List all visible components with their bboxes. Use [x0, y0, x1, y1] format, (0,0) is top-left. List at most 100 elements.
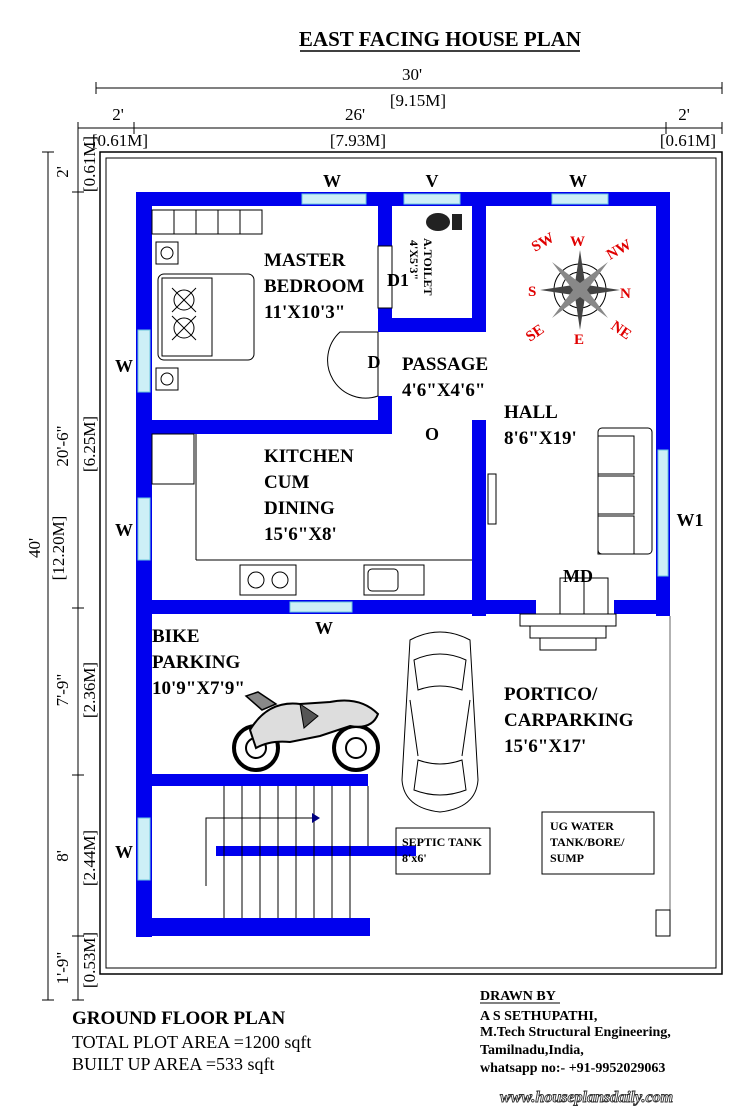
bike-parking-label-2: PARKING — [152, 652, 241, 673]
portico-label-2: CARPARKING — [504, 710, 634, 731]
left-dim-3: 7'-9" — [53, 674, 72, 707]
left-total-dim: 40' — [25, 538, 44, 558]
label-window-kitchen: W — [115, 520, 133, 540]
label-window-w1: W1 — [677, 510, 704, 530]
toilet-fixture — [426, 213, 462, 231]
label-window-kitchen-bottom: W — [315, 618, 333, 638]
compass-ne: NE — [608, 318, 634, 343]
label-opening-o: O — [425, 424, 439, 444]
left-dim-3-m: [2.36M] — [80, 662, 99, 718]
left-total-dim-m: [12.20M] — [49, 516, 68, 581]
author-name: A S SETHUPATHI, — [480, 1009, 597, 1024]
septic-tank-label: SEPTIC TANK — [402, 835, 483, 849]
master-bedroom-label-2: BEDROOM — [264, 276, 364, 297]
compass-se: SE — [523, 322, 547, 346]
window-left-kitchen — [137, 497, 151, 561]
kitchen-label-1: KITCHEN — [264, 446, 354, 467]
top-left-dim: 2' — [112, 105, 124, 124]
toilet-size: 4'X5'3" — [407, 240, 421, 280]
label-window-stair: W — [115, 842, 133, 862]
compass-e: E — [574, 332, 584, 348]
top-mid-dim-m: [7.93M] — [330, 131, 386, 150]
ug-tank-label-2: TANK/BORE/ — [550, 835, 625, 849]
ug-tank-label-1: UG WATER — [550, 819, 614, 833]
left-dim-4: 8' — [53, 850, 72, 862]
motorbike-icon — [232, 691, 380, 772]
compass-rose: SW W NW S N SE E NE — [523, 230, 634, 348]
hall-label: HALL — [504, 402, 558, 423]
ug-tank-box — [541, 811, 655, 875]
passage-label: PASSAGE — [402, 354, 488, 375]
window-left-bedroom — [137, 329, 151, 393]
compass-sw: SW — [529, 230, 557, 256]
passage-size: 4'6"X4'6" — [402, 380, 485, 401]
ventilator-top — [403, 193, 461, 205]
portico-label-1: PORTICO/ — [504, 684, 598, 705]
website-watermark: www.houseplansdaily.com — [500, 1089, 673, 1106]
ug-tank-label-3: SUMP — [550, 851, 584, 865]
author-location: Tamilnadu,India, — [480, 1043, 584, 1058]
author-contact: whatsapp no:- +91-9952029063 — [480, 1061, 665, 1076]
car-outline — [401, 631, 479, 813]
top-total-dim-m: [9.15M] — [390, 91, 446, 110]
window-left-stair — [137, 817, 151, 881]
ground-floor-heading: GROUND FLOOR PLAN — [72, 1008, 286, 1029]
label-door-d: D — [368, 352, 381, 372]
septic-tank-size: 8'x6' — [402, 851, 427, 865]
left-dim-5-m: [0.53M] — [80, 932, 99, 988]
top-mid-dim: 26' — [345, 105, 365, 124]
compass-s: S — [528, 284, 536, 300]
kitchen-fixtures — [151, 433, 497, 596]
drawn-by-heading: DRAWN BY — [480, 989, 556, 1004]
label-window-top-left: W — [323, 171, 341, 191]
portico-size: 15'6"X17' — [504, 736, 586, 757]
staircase — [205, 786, 369, 918]
windows — [137, 193, 669, 881]
window-top-right — [551, 193, 609, 205]
top-right-dim-m: [0.61M] — [660, 131, 716, 150]
master-bedroom-size: 11'X10'3" — [264, 302, 345, 323]
kitchen-label-3: DINING — [264, 498, 335, 519]
left-dim-2-m: [6.25M] — [80, 416, 99, 472]
window-top-left — [301, 193, 367, 205]
window-bottom-kitchen — [289, 601, 353, 613]
top-dimensions: 30' [9.15M] 2' [0.61M] 26' [7.93M] 2' [0… — [77, 65, 723, 150]
left-dim-1: 2' — [53, 166, 72, 178]
bike-parking-label-1: BIKE — [152, 626, 200, 647]
septic-tank-box — [395, 827, 491, 875]
left-dim-4-m: [2.44M] — [80, 830, 99, 886]
left-dim-1-m: [0.61M] — [80, 136, 99, 192]
top-total-dim: 30' — [402, 65, 422, 84]
total-plot-area: TOTAL PLOT AREA =1200 sqft — [72, 1032, 311, 1052]
top-right-dim: 2' — [678, 105, 690, 124]
hall-sofa — [597, 427, 653, 555]
room-labels: MASTER BEDROOM 11'X10'3" A.TOILET 4'X5'3… — [152, 238, 634, 865]
author-qualification: M.Tech Structural Engineering, — [480, 1025, 671, 1040]
label-ventilator: V — [426, 171, 439, 191]
plot-boundary-outer — [99, 151, 723, 975]
plot-boundary-inner — [105, 157, 717, 969]
footer: GROUND FLOOR PLAN TOTAL PLOT AREA =1200 … — [72, 989, 674, 1106]
label-window-top-right: W — [569, 171, 587, 191]
bike-parking-size: 10'9"X7'9" — [152, 678, 245, 699]
toilet-label: A.TOILET — [421, 238, 435, 295]
plan-title: EAST FACING HOUSE PLAN — [299, 27, 581, 51]
left-dimensions: 40' [12.20M] 2' [0.61M] 20'-6" [6.25M] 7… — [25, 130, 99, 1001]
built-up-area: BUILT UP AREA =533 sqft — [72, 1054, 275, 1074]
label-window-bedroom: W — [115, 356, 133, 376]
compass-w: W — [570, 234, 585, 250]
hall-size: 8'6"X19' — [504, 428, 577, 449]
top-left-dim-m: [0.61M] — [92, 131, 148, 150]
left-dim-5: 1'-9" — [53, 952, 72, 985]
left-dim-2: 20'-6" — [53, 425, 72, 466]
kitchen-label-2: CUM — [264, 472, 309, 493]
window-w1-hall — [657, 449, 669, 577]
doors — [327, 245, 617, 651]
gate-post — [655, 909, 671, 937]
label-door-d1: D1 — [387, 270, 409, 290]
opening-labels: W V W W W W W W1 D1 D O MD — [115, 171, 704, 862]
bedroom-furniture — [151, 209, 263, 391]
label-main-door: MD — [563, 566, 593, 586]
kitchen-size: 15'6"X8' — [264, 524, 337, 545]
